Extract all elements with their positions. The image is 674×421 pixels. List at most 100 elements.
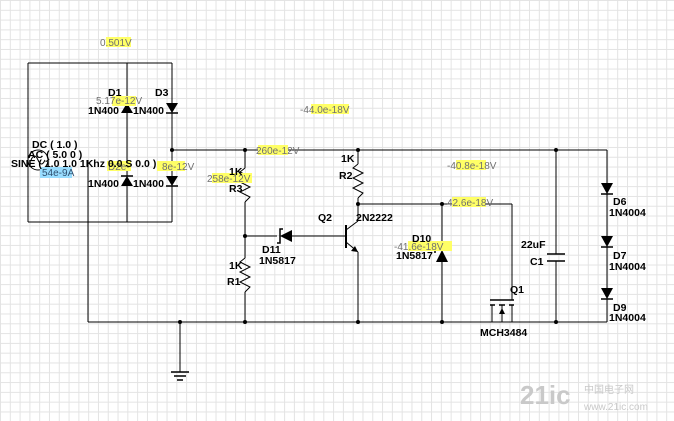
junction-dot bbox=[356, 148, 360, 152]
resistor-r3-icon[interactable] bbox=[238, 167, 252, 203]
probe-highlight bbox=[452, 197, 486, 207]
junction-dot bbox=[178, 320, 182, 324]
source-sine: SINE ( 1.0 1.0 1Khz 0.0 S 0.0 ) bbox=[11, 158, 156, 170]
diode-down-icon bbox=[601, 183, 613, 194]
mosfet-q1[interactable] bbox=[490, 299, 514, 322]
probe-highlights bbox=[40, 37, 486, 251]
r3-value: 1K bbox=[229, 166, 243, 178]
probe-highlight bbox=[112, 96, 136, 106]
d3-part: 1N400 bbox=[133, 105, 164, 117]
diode-down-icon bbox=[166, 176, 178, 186]
probe-highlight bbox=[106, 37, 131, 47]
schottky-diode-icon bbox=[280, 230, 292, 242]
diode-up-icon bbox=[121, 103, 133, 113]
transistor-q2[interactable] bbox=[336, 220, 359, 253]
junction-dot bbox=[356, 320, 360, 324]
diode-d6[interactable] bbox=[601, 183, 613, 195]
probe-source-current: 54e-9A bbox=[42, 168, 75, 179]
junction-dot bbox=[243, 148, 247, 152]
c1-value: 22uF bbox=[521, 239, 546, 251]
probe-highlight bbox=[107, 161, 131, 171]
d11-part: 1N5817 bbox=[259, 255, 296, 267]
r2-value: 1K bbox=[341, 153, 355, 165]
c1-ref: C1 bbox=[530, 256, 544, 268]
diode-d4[interactable] bbox=[166, 176, 178, 187]
watermark-sub: 中国电子网 bbox=[584, 383, 634, 396]
diode-d3[interactable] bbox=[166, 103, 178, 114]
component-labels: D1 1N400 D3 1N400 1N400 1N400 1K R3 1K R… bbox=[88, 87, 646, 339]
resistor-r1-icon[interactable] bbox=[238, 257, 252, 293]
probe-d2-d4: 8e-12V bbox=[162, 162, 195, 173]
ac-source[interactable] bbox=[27, 149, 49, 171]
probe-wire-top: -44.0e-18V bbox=[300, 105, 350, 116]
probe-top: 0.501V bbox=[100, 38, 132, 49]
diode-d2[interactable] bbox=[121, 175, 133, 186]
junction-dot bbox=[554, 148, 558, 152]
d1-ref: D1 bbox=[108, 87, 122, 99]
capacitor-c1[interactable] bbox=[547, 253, 565, 262]
probe-r3-mid: 258e-12V bbox=[207, 174, 251, 185]
watermark: 21ic 中国电子网 www.21ic.com bbox=[520, 380, 648, 413]
watermark-url: www.21ic.com bbox=[583, 402, 648, 413]
source-label: DC ( 1.0 ) AC ( 5.0 0 ) SINE ( 1.0 1.0 1… bbox=[11, 139, 156, 170]
probe-highlight bbox=[456, 160, 486, 170]
r2-ref: R2 bbox=[339, 170, 353, 182]
junction-dot bbox=[440, 202, 444, 206]
npn-arrow-icon bbox=[351, 246, 358, 252]
q2-part: 2N2222 bbox=[356, 212, 393, 224]
junction-dot bbox=[243, 320, 247, 324]
d6-ref: D6 bbox=[613, 196, 627, 208]
d6-part: 1N4004 bbox=[609, 207, 646, 219]
diode-down-icon bbox=[601, 236, 613, 247]
junction-dot bbox=[243, 234, 247, 238]
d4-part: 1N400 bbox=[133, 178, 164, 190]
probe-d1-d3: 5.17e-12V bbox=[96, 96, 142, 107]
d2-part: 1N400 bbox=[88, 178, 119, 190]
junction-dot bbox=[356, 202, 360, 206]
d11-ref: D11 bbox=[262, 244, 281, 256]
junction-dot bbox=[554, 320, 558, 324]
probe-highlight bbox=[157, 161, 185, 171]
r3-ref: R3 bbox=[229, 183, 243, 195]
d3-ref: D3 bbox=[155, 87, 169, 99]
diode-d7[interactable] bbox=[601, 236, 613, 248]
diode-d9[interactable] bbox=[601, 288, 613, 300]
d9-ref: D9 bbox=[613, 302, 627, 314]
diode-down-icon bbox=[601, 288, 613, 299]
diode-up-icon bbox=[121, 176, 133, 186]
d1-part: 1N400 bbox=[88, 105, 119, 117]
source-dc: DC ( 1.0 ) bbox=[32, 139, 78, 151]
current-probe-highlight bbox=[40, 167, 72, 178]
probe-d10-mid: -41.6e-18V bbox=[394, 242, 444, 253]
q2-ref: Q2 bbox=[318, 212, 332, 224]
probe-highlight bbox=[258, 145, 288, 155]
source-ac: AC ( 5.0 0 ) bbox=[28, 149, 82, 161]
q1-part: MCH3484 bbox=[480, 327, 527, 339]
junction-dot bbox=[170, 148, 174, 152]
probe-r2-right: -40.8e-18V bbox=[447, 161, 497, 172]
d9-part: 1N4004 bbox=[609, 312, 646, 324]
schottky-bar bbox=[277, 228, 283, 244]
junction-dots bbox=[170, 148, 558, 324]
junction-dot bbox=[440, 320, 444, 324]
probe-d2-left: D2e- bbox=[108, 162, 130, 173]
probe-highlight bbox=[408, 241, 452, 251]
resistor-r2-icon[interactable] bbox=[351, 163, 365, 199]
mosfet-arrow-icon bbox=[499, 308, 505, 314]
sine-wave-icon bbox=[30, 155, 46, 165]
probe-highlight bbox=[212, 173, 252, 183]
ground-symbol[interactable] bbox=[171, 371, 189, 381]
diode-d11[interactable] bbox=[277, 228, 292, 244]
schottky-diode-icon bbox=[436, 250, 448, 262]
d7-part: 1N4004 bbox=[609, 261, 646, 273]
d10-ref: D10 bbox=[412, 233, 431, 245]
probe-values: 0.501V 5.17e-12V -44.0e-18V D2e- 8e-12V … bbox=[42, 38, 497, 253]
diode-down-icon bbox=[166, 103, 178, 113]
r1-ref: R1 bbox=[227, 276, 241, 288]
d10-part: 1N5817 bbox=[396, 250, 433, 262]
d7-ref: D7 bbox=[613, 250, 627, 262]
probe-r3-top: 260e-12V bbox=[256, 146, 300, 157]
probe-d10-top: 42.6e-18V bbox=[447, 198, 493, 209]
